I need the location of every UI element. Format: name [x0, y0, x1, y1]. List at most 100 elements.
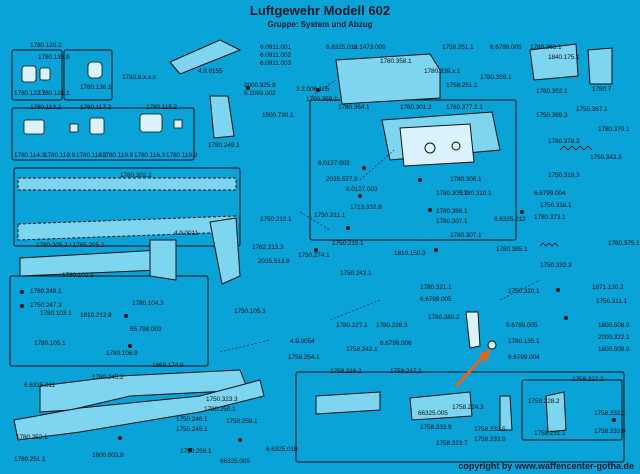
part-label: 1750.245.1	[176, 426, 208, 433]
part-label: 1780.386.1	[436, 208, 468, 215]
part-label: 1758.233.9	[420, 424, 452, 431]
copyright-notice: copyright by www.waffencenter-gotha.de	[458, 461, 634, 471]
diagram-title: Luftgewehr Modell 602	[249, 3, 391, 18]
group-box-barrel	[13, 167, 241, 247]
part-label: 1840.175.1	[548, 54, 580, 61]
part-label: 1750.320.1	[508, 288, 540, 295]
part-label: 1780.115.2	[146, 104, 178, 111]
part-label: 1780.373.1	[534, 214, 566, 221]
diagram-subtitle: Gruppe: System und Abzug	[267, 20, 373, 29]
part-label: 1750.246.1	[176, 416, 208, 423]
part-label: 6.6799.004	[508, 354, 540, 361]
part-label: 1750.259.1	[180, 448, 212, 455]
part-label: 1780.202.2	[120, 172, 152, 179]
part-label: 1780.358.1	[380, 58, 412, 65]
part-label: 1750.311.1	[596, 298, 628, 305]
part-label: 1750.332.3	[540, 262, 572, 269]
part-label: 1780.116.3	[134, 152, 166, 159]
part-label: 1780.245.2	[92, 374, 124, 381]
part-label: 1780.363.1	[530, 44, 562, 51]
charging-lever	[169, 39, 242, 139]
part-label: 6.0911.003	[260, 60, 292, 67]
part-label: 1780.117.2	[80, 104, 112, 111]
trigger-guard	[149, 217, 241, 285]
screws-and-pins	[20, 86, 616, 452]
part-label: 1750.215.1	[332, 240, 364, 247]
part-label: 1750.319.3	[548, 172, 580, 179]
part-label: 1780.379.1	[598, 126, 630, 133]
part-label: 6.2093.002	[244, 90, 276, 97]
part-label: 1758.228.2	[528, 398, 560, 405]
part-label: 1780.364.1	[338, 104, 370, 111]
part-label: 1762.213.3	[252, 244, 284, 251]
part-label: 6.6799.005	[420, 296, 452, 303]
part-label: 1780.119.9	[44, 152, 76, 159]
part-label: 1780.227.1	[336, 322, 368, 329]
part-label: 1780.306.1	[450, 176, 482, 183]
part-label: 1780.305.1	[436, 190, 468, 197]
leader-lines	[219, 79, 541, 353]
part-label: 1780.205.2 / 1785.205.2	[36, 242, 105, 249]
group-box-stock-parts	[295, 371, 625, 463]
part-label: 1750.105.3	[234, 308, 266, 315]
part-label: 1780.380.2	[428, 314, 460, 321]
part-label: 4.9.0054	[290, 338, 315, 345]
part-label: 6.6799.004	[534, 190, 566, 197]
part-label: 1758.254.1	[288, 354, 320, 361]
part-label: 6.0911.002	[260, 52, 292, 59]
part-label: 1758.216.2	[330, 368, 362, 375]
part-label: 1750.212.1	[260, 216, 292, 223]
group-box-knob	[63, 49, 113, 101]
part-label: 1713.332.9	[350, 204, 382, 211]
part-label: 1750.369.3	[536, 112, 568, 119]
part-label: 1750.359.1	[306, 96, 338, 103]
part-label: 1780.8.x.x.x	[122, 74, 156, 81]
part-label: 1750.243.1	[340, 270, 372, 277]
group-box-blocks	[11, 107, 195, 161]
trigger-blade	[465, 311, 497, 350]
part-label: 1780.250.1	[204, 406, 236, 413]
part-label: 1780.7	[592, 86, 612, 93]
part-label: 1758.217.2	[390, 368, 422, 375]
part-label: 1868.174.9	[152, 362, 184, 369]
part-label: 1758.232.1	[594, 410, 626, 417]
trigger-housing	[399, 123, 475, 167]
part-label: 4.9.0155	[198, 68, 223, 75]
part-label: 2035.527.9	[326, 176, 358, 183]
part-label: 6.1473.009	[354, 44, 386, 51]
part-label: 66325.005	[418, 410, 448, 417]
part-label: 1780.136.1	[80, 84, 112, 91]
part-label: 1780.301.2	[400, 104, 432, 111]
part-label: 1780.375.1	[608, 240, 640, 247]
part-label: 1758.233.9	[474, 436, 506, 443]
part-label: 6.0127.003	[318, 160, 350, 167]
part-label: 6.0911.001	[260, 44, 292, 51]
part-label: 1780.106.9	[106, 350, 138, 357]
part-label: 1810.212.9	[80, 312, 112, 319]
part-label: 1758.223.7	[436, 440, 468, 447]
part-label: 1500.730.1	[262, 112, 294, 119]
part-label: 1800.508.9	[598, 322, 630, 329]
part-label: 1780.251.1	[14, 456, 46, 463]
part-label: 1780.135.1	[508, 338, 540, 345]
part-label: 1780.119.9	[166, 152, 198, 159]
part-label: 1750.367.1	[576, 106, 608, 113]
part-label: 6.6799.005	[506, 322, 538, 329]
part-label: 1758.232.5	[474, 426, 506, 433]
part-label: 1780.113.2	[30, 104, 62, 111]
part-label: 1758.242.1	[346, 346, 378, 353]
springs	[539, 145, 593, 247]
part-label: 1800.509.9	[598, 346, 630, 353]
part-label: 1780.359.1	[480, 74, 512, 81]
part-label: 1780.118.1	[76, 152, 108, 159]
part-label: 6.6325.018	[266, 446, 298, 453]
part-label: 6.6799.005	[490, 44, 522, 51]
part-label: 1750.247.3	[30, 302, 62, 309]
part-label: 1780.307.1	[450, 232, 482, 239]
part-label: 1750.343.3	[590, 154, 622, 161]
group-box-lower-left	[9, 275, 209, 367]
group-box-left-parts	[11, 49, 63, 101]
part-label: 1780.119.9	[102, 152, 134, 159]
